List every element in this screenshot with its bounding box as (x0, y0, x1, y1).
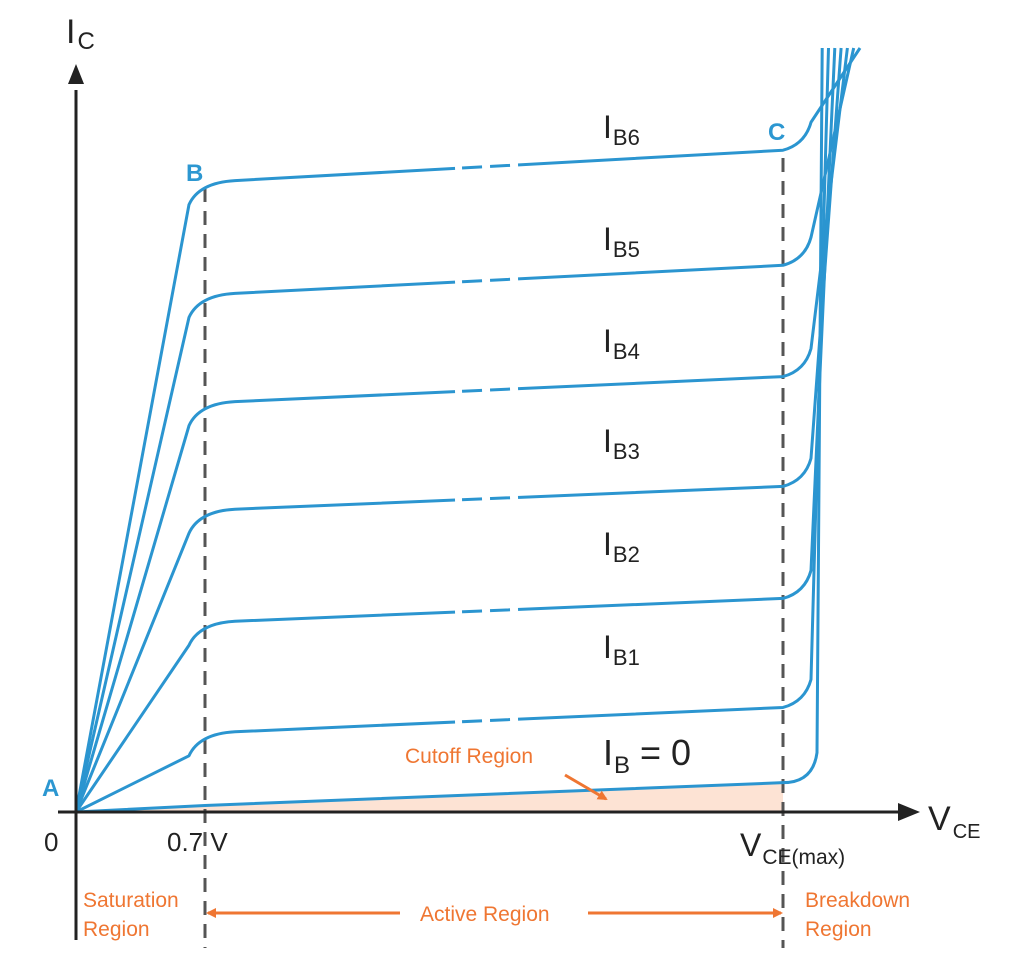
curve-label-ib0: IB = 0 (603, 732, 691, 779)
point-b-label: B (186, 160, 203, 187)
saturation-region-label: Saturation Region (83, 889, 185, 941)
cutoff-region-label: Cutoff Region (405, 745, 533, 768)
point-c-label: C (768, 119, 785, 146)
breakdown-region-label: Breakdown Region (805, 889, 916, 941)
active-region-label: Active Region (420, 903, 550, 926)
y-axis-label: IC (66, 13, 95, 55)
point-a-label: A (42, 775, 59, 802)
curve-label-ib6: IB6 (603, 109, 640, 150)
y-axis-arrowhead (68, 64, 84, 84)
curve-label-ib1: IB1 (603, 629, 640, 670)
tick-vcemax-label: VCE(max) (740, 827, 845, 869)
curve-label-ib4: IB4 (603, 323, 640, 364)
tick-0.7v-label: 0.7 V (167, 827, 228, 857)
curve-label-ib5: IB5 (603, 221, 640, 262)
curve-label-ib3: IB3 (603, 423, 640, 464)
curve-label-ib2: IB2 (603, 526, 640, 567)
x-axis-arrowhead (898, 803, 920, 821)
curve-labels-group: IB6 IB5 IB4 IB3 IB2 IB1 IB = 0 (603, 109, 691, 779)
origin-label: 0 (44, 827, 58, 857)
